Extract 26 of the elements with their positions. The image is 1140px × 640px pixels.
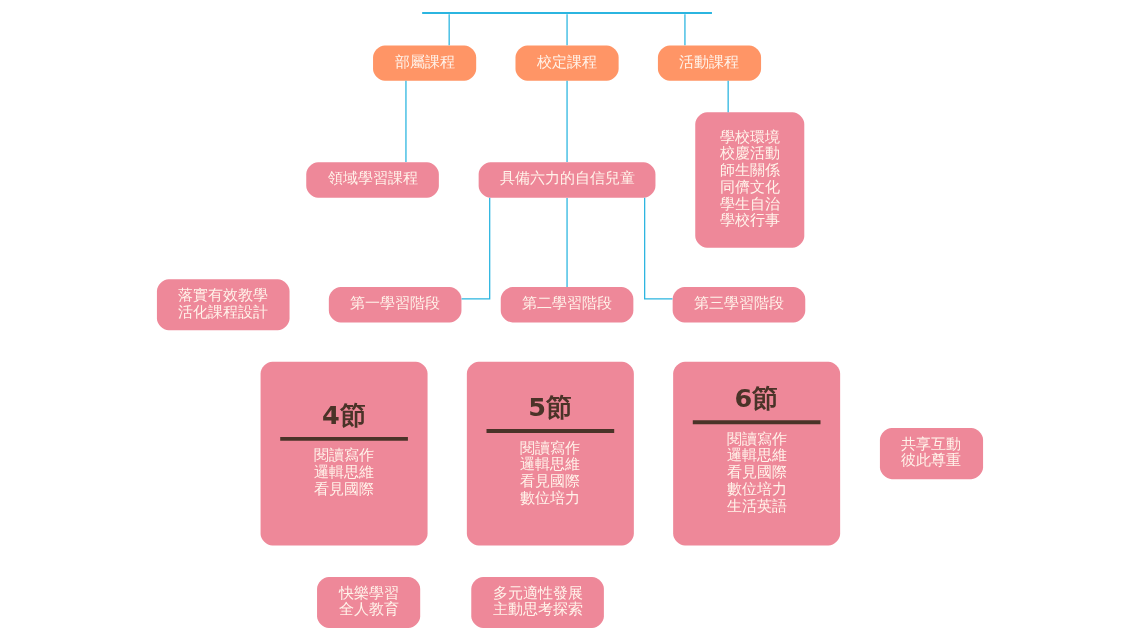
node-box: 5節 閱讀寫作 邏輯思維 看見國際 數位培力	[466, 361, 634, 546]
connector	[448, 13, 450, 46]
node-box: 共享互動 彼此尊重	[879, 428, 984, 480]
node-box: 6節 閱讀寫作 邏輯思維 看見國際 數位培力 生活英語	[673, 361, 841, 546]
connector	[727, 80, 729, 113]
node-box: 校定課程	[515, 45, 619, 81]
node-box: 第二學習階段	[500, 287, 634, 323]
node-box: 落實有效教學 活化課程設計	[156, 279, 290, 331]
connector	[684, 13, 686, 46]
connector	[405, 80, 407, 163]
node-box: 多元適性發展 主動思考探索	[471, 576, 604, 628]
node-box: 領域學習課程	[306, 162, 439, 198]
node-box: 第三學習階段	[672, 287, 806, 323]
connector	[460, 197, 491, 300]
connector	[644, 197, 674, 300]
connector	[566, 197, 568, 288]
connector	[566, 13, 568, 46]
node-box: 活動課程	[657, 45, 762, 81]
node-box: 具備六力的自信兒童	[478, 162, 656, 198]
node-bar	[422, 12, 712, 14]
node-box: 快樂學習 全人教育	[317, 576, 421, 628]
node-box: 第一學習階段	[328, 287, 462, 323]
node-box: 學校環境 校慶活動 師生關係 同儕文化 學生自治 學校行事	[695, 112, 805, 248]
connector	[566, 80, 568, 163]
node-box: 部屬課程	[373, 45, 477, 81]
node-box: 4節 閱讀寫作 邏輯思維 看見國際	[260, 361, 428, 546]
